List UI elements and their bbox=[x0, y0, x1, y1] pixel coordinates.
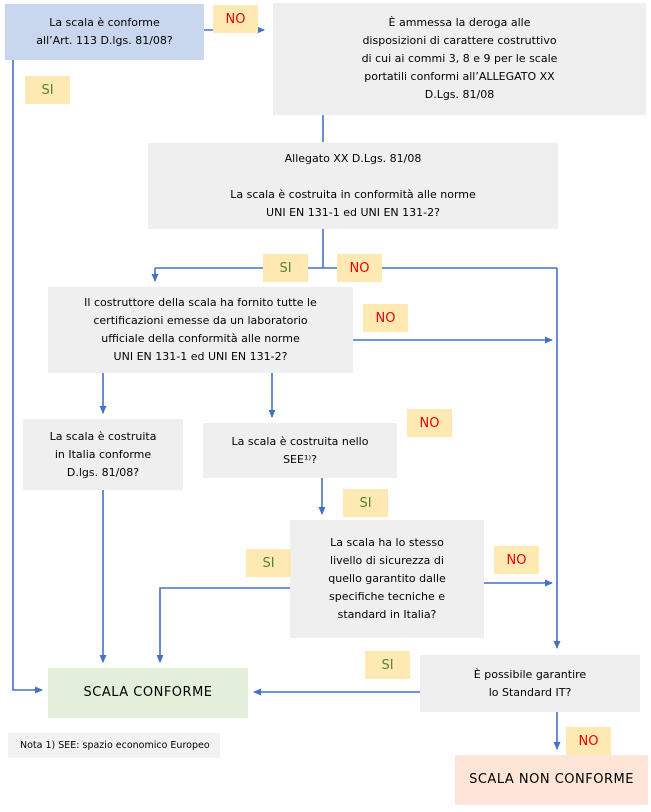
node-standard-it-line: lo Standard IT? bbox=[488, 685, 572, 699]
footnote-see: Nota 1) SEE: spazio economico Europeo bbox=[8, 733, 220, 758]
node-deroga-line: disposizioni di carattere costruttivo bbox=[362, 34, 557, 47]
node-see-line: SEE¹⁾? bbox=[283, 452, 317, 466]
node-livello-line: livello di sicurezza di bbox=[330, 554, 444, 567]
node-deroga-line: portatili conformi all’ALLEGATO XX bbox=[364, 70, 555, 83]
node-allegato-line: UNI EN 131-1 ed UNI EN 131-2? bbox=[266, 206, 440, 219]
node-livello: La scala ha lo stesso livello di sicurez… bbox=[290, 520, 484, 638]
node-costruttore: Il costruttore della scala ha fornito tu… bbox=[48, 287, 353, 373]
node-allegato: Allegato XX D.Lgs. 81/08 La scala è cost… bbox=[148, 143, 558, 229]
node-scala-non-conforme-label: SCALA NON CONFORME bbox=[469, 772, 634, 787]
node-start-question: La scala è conforme all’Art. 113 D.lgs. … bbox=[5, 4, 204, 60]
node-see-line: La scala è costruita nello bbox=[231, 434, 369, 448]
label-si-livello: SI bbox=[246, 549, 291, 577]
connector-livello-si-arrow bbox=[156, 587, 290, 663]
label-no-standard: NO bbox=[566, 727, 611, 755]
node-start-line: La scala è conforme bbox=[49, 16, 160, 29]
node-costruttore-line: Il costruttore della scala ha fornito tu… bbox=[84, 296, 317, 309]
node-allegato-spacer bbox=[148, 168, 558, 186]
node-costruttore-line: certificazioni emesse da un laboratorio bbox=[93, 314, 308, 327]
node-italia-line: La scala è costruita bbox=[49, 429, 157, 443]
node-deroga: È ammessa la deroga alle disposizioni di… bbox=[273, 3, 646, 115]
node-livello-line: standard in Italia? bbox=[337, 608, 437, 621]
node-standard-it: È possibile garantire lo Standard IT? bbox=[420, 655, 640, 712]
node-allegato-title: Allegato XX D.Lgs. 81/08 bbox=[284, 152, 422, 165]
node-scala-conforme: SCALA CONFORME bbox=[48, 668, 248, 718]
label-si-allegato: SI bbox=[263, 254, 308, 282]
label-no-livello: NO bbox=[494, 546, 539, 574]
label-no-see: NO bbox=[407, 409, 452, 437]
label-si-start: SI bbox=[25, 76, 70, 104]
node-italia: La scala è costruita in Italia conforme … bbox=[23, 419, 183, 490]
label-no-costruttore: NO bbox=[363, 304, 408, 332]
label-no-start: NO bbox=[213, 5, 258, 33]
node-livello-line: specifiche tecniche e bbox=[328, 590, 445, 603]
node-standard-it-line: È possibile garantire bbox=[473, 667, 587, 681]
node-start-line: all’Art. 113 D.lgs. 81/08? bbox=[36, 34, 173, 47]
label-si-see: SI bbox=[343, 489, 388, 517]
node-scala-conforme-label: SCALA CONFORME bbox=[83, 685, 213, 700]
node-allegato-line: La scala è costruita in conformità alle … bbox=[230, 188, 476, 201]
connector-start-si-arrow bbox=[12, 60, 43, 694]
node-italia-line: D.lgs. 81/08? bbox=[66, 465, 140, 479]
node-costruttore-line: UNI EN 131-1 ed UNI EN 131-2? bbox=[113, 350, 288, 363]
node-italia-line: in Italia conforme bbox=[54, 447, 152, 461]
node-costruttore-line: ufficiale della conformità alle norme bbox=[101, 332, 300, 345]
node-deroga-line: di cui ai commi 3, 8 e 9 per le scale bbox=[361, 52, 558, 65]
node-deroga-line: È ammessa la deroga alle bbox=[388, 16, 531, 29]
label-si-standard: SI bbox=[365, 651, 410, 679]
node-livello-line: La scala ha lo stesso bbox=[330, 536, 444, 549]
node-see: La scala è costruita nello SEE¹⁾? bbox=[203, 423, 397, 478]
node-deroga-line: D.Lgs. 81/08 bbox=[424, 88, 495, 101]
node-livello-line: quello garantito dalle bbox=[328, 572, 446, 585]
label-no-allegato: NO bbox=[337, 254, 382, 282]
node-scala-non-conforme: SCALA NON CONFORME bbox=[455, 755, 648, 805]
